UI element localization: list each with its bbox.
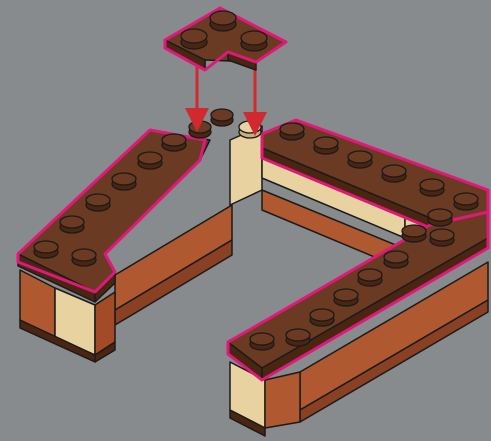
stud [250,333,274,350]
stud [402,225,426,242]
stud [348,151,372,168]
stud [454,193,478,210]
stud [72,249,96,266]
stud [34,241,58,258]
floating-corner-plate [165,8,286,70]
stud [239,121,261,138]
stud [358,269,382,286]
stud [314,137,338,154]
stud [181,29,207,49]
stud [420,179,444,196]
stud [384,251,408,268]
stud [310,309,334,326]
stud [86,194,110,211]
stud [280,123,304,140]
stud [112,173,136,190]
stud [382,165,406,182]
stud [430,229,454,246]
stud [334,289,358,306]
stud [162,134,186,151]
stud [428,209,452,226]
stud [60,216,84,233]
stud [241,31,267,51]
stud [189,121,211,138]
stud [138,152,162,169]
stud [210,11,236,31]
stud [286,329,310,346]
stud [211,109,233,126]
